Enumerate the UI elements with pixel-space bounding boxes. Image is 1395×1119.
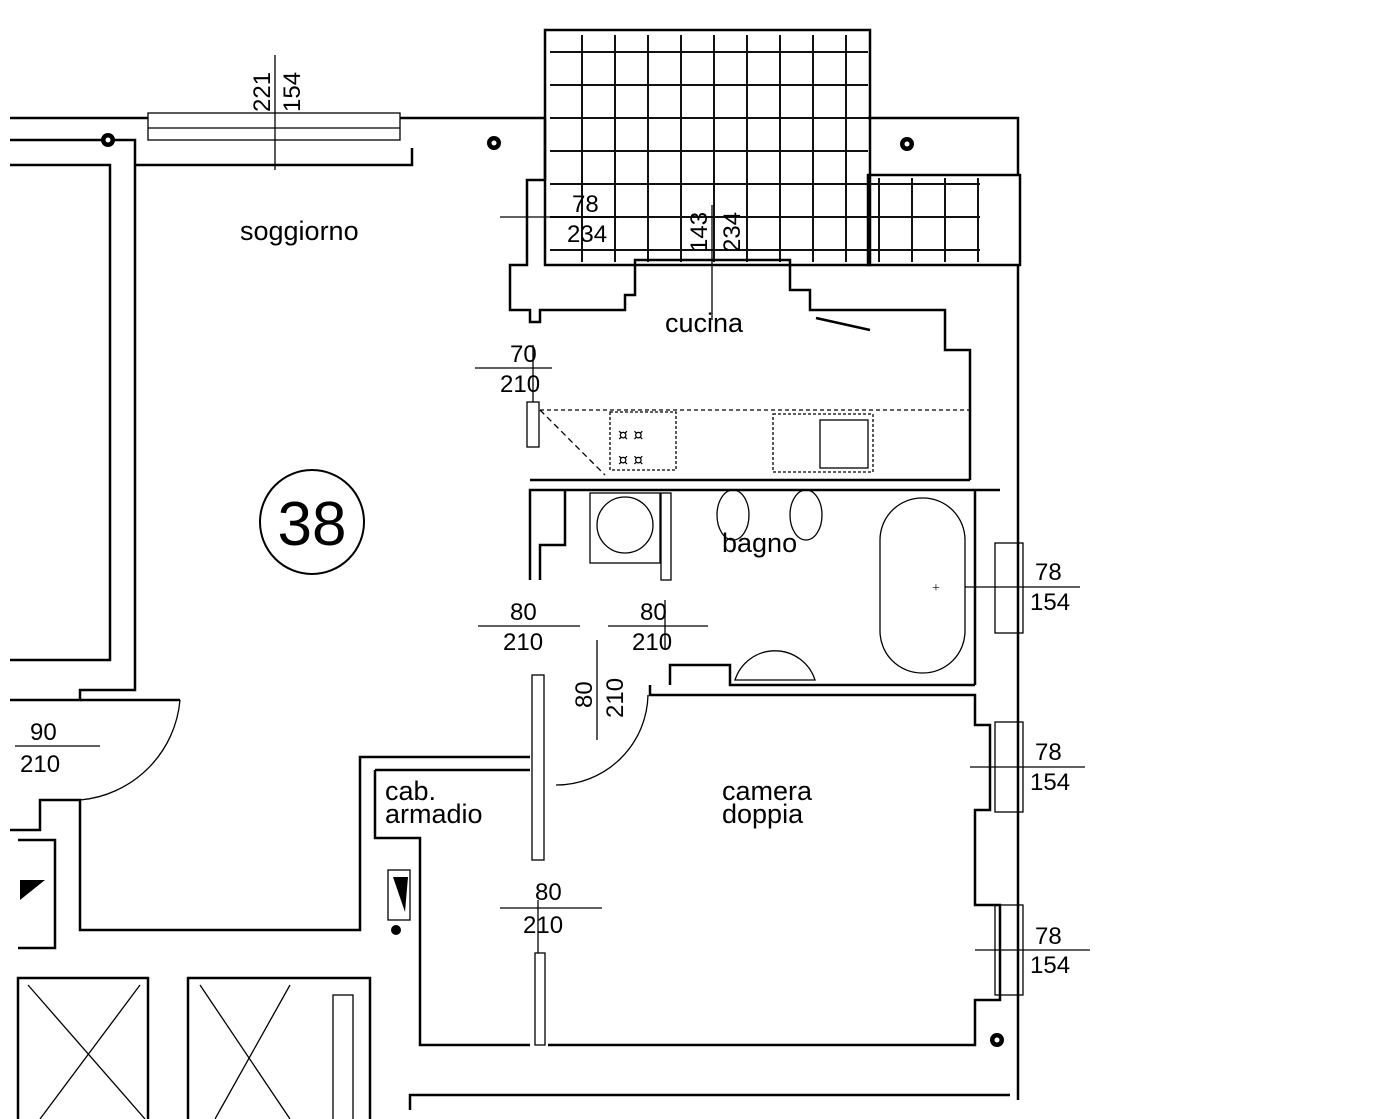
svg-text:143: 143 xyxy=(686,212,713,252)
svg-text:78: 78 xyxy=(1035,923,1062,950)
room-label-kitchen: cucina xyxy=(665,308,744,338)
svg-text:210: 210 xyxy=(523,912,563,939)
dimension-lines xyxy=(15,55,1090,953)
interior-walls: ¤ ¤ ¤ ¤ + xyxy=(10,316,1024,1119)
svg-text:210: 210 xyxy=(632,629,672,656)
svg-text:80: 80 xyxy=(510,599,537,626)
svg-text:+: + xyxy=(932,581,940,596)
svg-text:78: 78 xyxy=(1035,739,1062,766)
svg-text:80: 80 xyxy=(535,879,562,906)
unit-number-badge: 38 xyxy=(259,469,365,575)
svg-text:¤ ¤: ¤ ¤ xyxy=(618,450,643,469)
room-label-closet-2: armadio xyxy=(385,799,483,829)
svg-text:38: 38 xyxy=(278,490,347,559)
room-label-living: soggiorno xyxy=(240,216,359,246)
svg-text:210: 210 xyxy=(20,751,60,778)
svg-text:234: 234 xyxy=(567,221,607,248)
svg-text:¤ ¤: ¤ ¤ xyxy=(618,425,643,444)
svg-text:90: 90 xyxy=(30,719,57,746)
svg-text:154: 154 xyxy=(1030,589,1070,616)
svg-text:154: 154 xyxy=(279,72,306,112)
dimension-labels: 221 154 78 234 143 234 70 210 80 210 80 … xyxy=(20,72,1070,979)
svg-text:210: 210 xyxy=(500,371,540,398)
svg-text:234: 234 xyxy=(719,212,746,252)
svg-text:154: 154 xyxy=(1030,952,1070,979)
svg-text:80: 80 xyxy=(571,681,598,708)
room-label-bedroom-1: camera xyxy=(722,776,813,806)
svg-text:221: 221 xyxy=(249,72,276,112)
svg-text:80: 80 xyxy=(640,599,667,626)
room-label-bathroom: bagno xyxy=(722,528,797,558)
svg-text:78: 78 xyxy=(572,191,599,218)
svg-text:78: 78 xyxy=(1035,559,1062,586)
terrace-tiles xyxy=(543,28,1022,267)
svg-text:70: 70 xyxy=(510,341,537,368)
room-label-closet-1: cab. xyxy=(385,776,436,806)
svg-text:210: 210 xyxy=(503,629,543,656)
room-label-bedroom-2: doppia xyxy=(722,799,804,829)
svg-text:154: 154 xyxy=(1030,769,1070,796)
svg-text:210: 210 xyxy=(602,678,629,718)
exterior-walls xyxy=(10,112,1020,1100)
